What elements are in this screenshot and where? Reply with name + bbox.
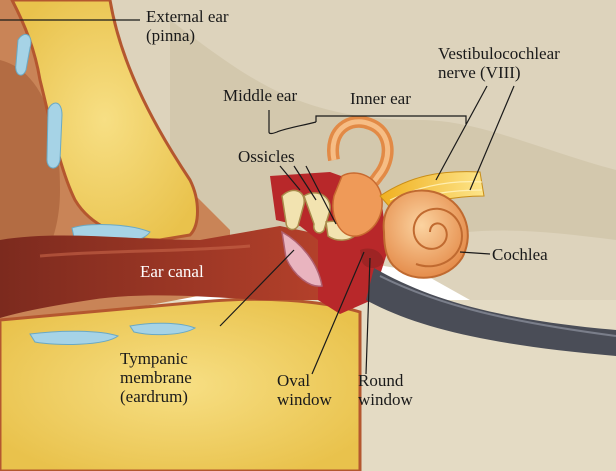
label-external-ear: External ear (pinna) xyxy=(146,7,229,45)
label-inner-ear: Inner ear xyxy=(350,89,411,108)
tympanic-membrane xyxy=(281,230,323,287)
vestibule xyxy=(332,172,383,237)
leader-lines xyxy=(0,19,515,375)
label-oval-window: Oval window xyxy=(277,371,332,409)
ear-canal-highlight xyxy=(39,244,251,258)
lower-cartilage-1 xyxy=(29,330,120,345)
label-middle-ear: Middle ear xyxy=(223,86,298,105)
cochlea xyxy=(382,189,469,279)
label-round-window: Round window xyxy=(358,371,413,409)
pinna-cartilage-3 xyxy=(15,33,32,76)
cochlea-spiral xyxy=(412,207,464,268)
lower-cartilage-2 xyxy=(129,322,197,336)
ear-canal xyxy=(0,226,318,318)
label-ear-canal: Ear canal xyxy=(140,262,204,281)
incus xyxy=(303,192,331,234)
malleus xyxy=(281,189,305,231)
label-vestibulocochlear-nerve: Vestibulocochlear nerve (VIII) xyxy=(438,44,560,82)
pinna-cartilage-1 xyxy=(46,102,63,169)
label-ossicles: Ossicles xyxy=(238,147,295,166)
label-tympanic-membrane: Tympanic membrane (eardrum) xyxy=(120,349,192,406)
label-cochlea: Cochlea xyxy=(492,245,548,264)
round-window xyxy=(360,248,384,268)
eustachian-tube xyxy=(366,268,616,356)
